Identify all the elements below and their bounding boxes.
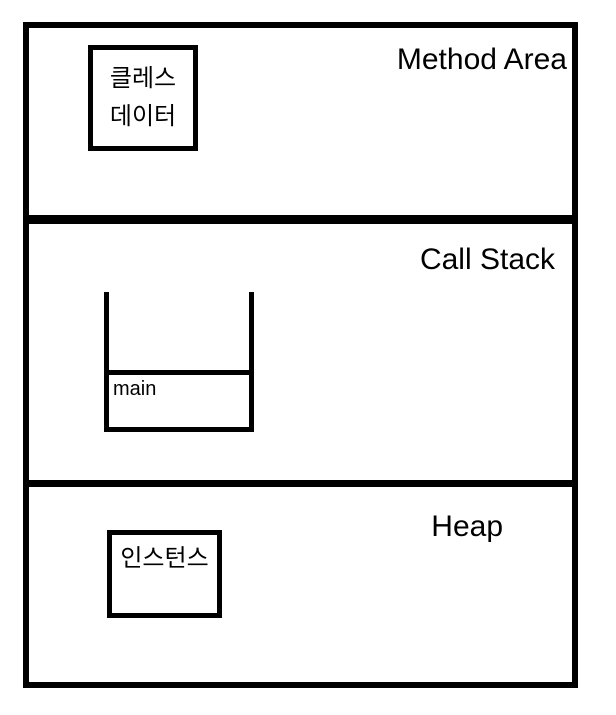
instance-label: 인스턴스 (120, 545, 209, 572)
instance-box: 인스턴스 (107, 530, 222, 618)
call-stack-title: Call Stack (419, 243, 555, 276)
class-data-line-2: 데이터 (109, 103, 177, 130)
call-stack-shape: main (104, 292, 254, 432)
class-data-line-1: 클레스 (109, 65, 177, 92)
class-data-box: 클레스 데이터 (88, 45, 198, 151)
method-area-title: Method Area (396, 43, 567, 76)
heap-title: Heap (431, 510, 503, 543)
heap-section (23, 481, 578, 688)
stack-frame-main: main (109, 370, 249, 427)
stack-frame-label: main (113, 378, 157, 400)
